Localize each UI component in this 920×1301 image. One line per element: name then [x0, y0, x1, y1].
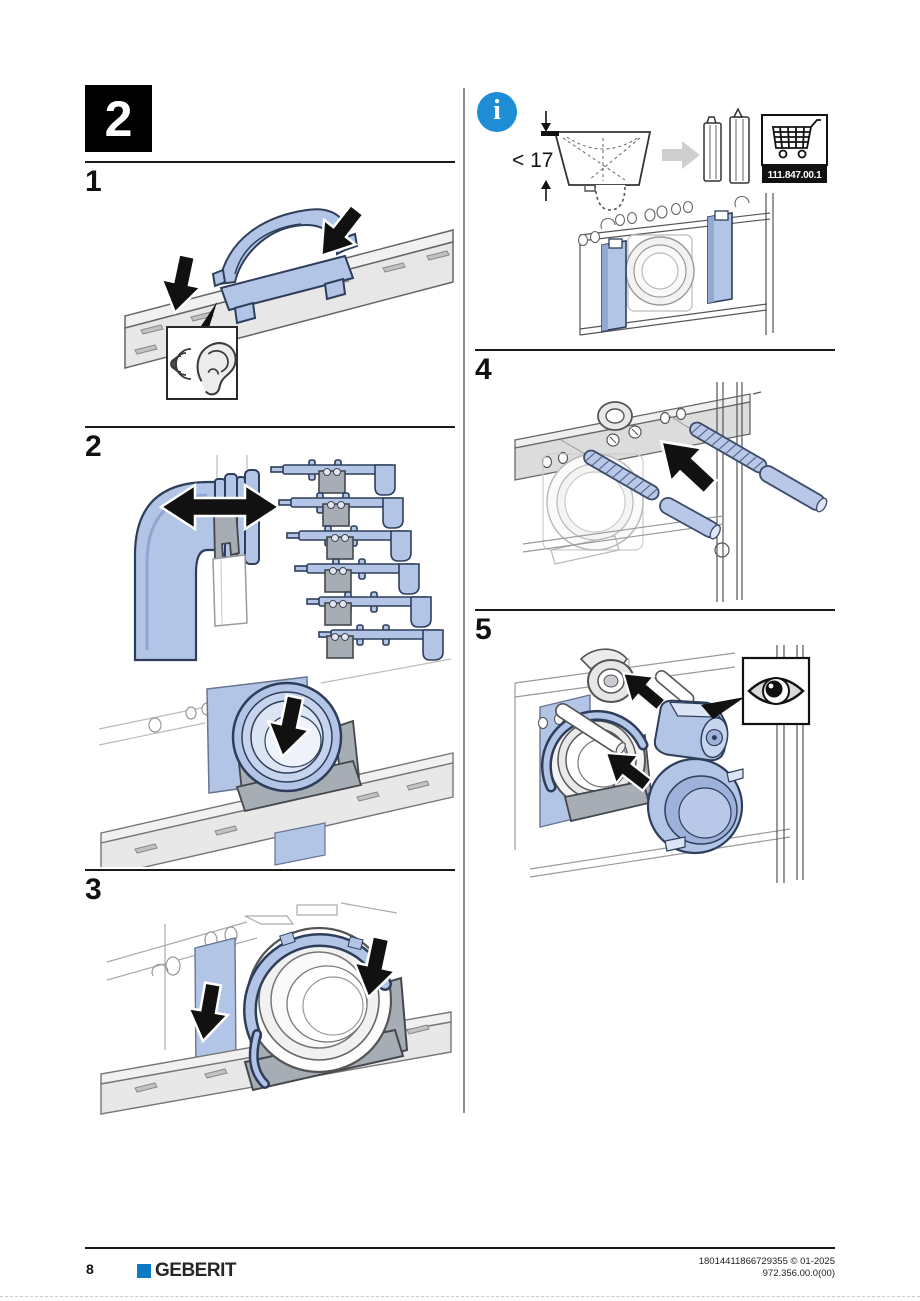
geberit-logo-text: GEBERIT	[155, 1260, 236, 1281]
step-3-label: 3	[85, 873, 102, 906]
part-number-label: 111.847.00.1	[768, 170, 822, 181]
callout-pointer	[701, 697, 745, 719]
rule-under-section	[85, 161, 455, 163]
page-number: 8	[86, 1261, 94, 1277]
dimension-arrows	[541, 111, 551, 201]
frame-with-brackets	[577, 193, 774, 336]
geberit-logo: GEBERIT	[137, 1260, 236, 1282]
step-4-label: 4	[475, 353, 492, 386]
shopping-cart-icon	[771, 119, 821, 159]
protection-sleeve-right	[759, 465, 828, 513]
rule-above-step-3	[85, 869, 455, 871]
frame-background	[514, 645, 804, 883]
protection-sleeve-left	[659, 496, 721, 540]
sound-waves-icon	[170, 348, 192, 380]
footer-rule	[85, 1247, 835, 1249]
info-icon: i	[477, 92, 517, 132]
protection-plug-small	[653, 699, 729, 762]
step-4-illustration	[514, 382, 828, 602]
step-1-illustration	[124, 198, 454, 400]
info-illustration: < 17 111.847.00.1	[512, 107, 828, 336]
pipe-clip	[211, 208, 359, 325]
outlet-assembly	[625, 234, 695, 312]
threaded-rod-right	[689, 421, 768, 474]
step-3-illustration	[100, 902, 452, 1115]
section-number-box: 2	[85, 85, 152, 152]
dimension-label: < 17	[512, 149, 553, 172]
clamp-yoke	[243, 931, 392, 1089]
bend-into-holder	[98, 658, 454, 867]
document-reference: 18014411866729355 © 01-2025 972.356.00.0…	[699, 1256, 835, 1280]
extension-brackets	[703, 107, 750, 184]
threaded-rod-left	[583, 449, 660, 501]
wc-pan-profile: < 17	[512, 111, 652, 211]
protection-cap-large	[646, 757, 744, 855]
rule-above-step-2	[85, 426, 455, 428]
eye-icon-box	[741, 656, 811, 726]
order-part-box: 111.847.00.1	[761, 114, 828, 183]
document-reference-line2: 972.356.00.0(00)	[762, 1268, 835, 1279]
rule-above-step-4	[475, 349, 835, 351]
ear-icon-box	[166, 302, 238, 400]
column-divider	[463, 88, 465, 1113]
installed-bracket-left	[601, 238, 627, 332]
eye-icon	[747, 677, 805, 705]
page-bottom-edge	[0, 1296, 920, 1297]
ear-icon	[170, 342, 237, 396]
step-2-label: 2	[85, 430, 102, 463]
rod-lower	[555, 702, 626, 755]
rule-above-step-5	[475, 609, 835, 611]
step-2-illustration	[98, 455, 454, 867]
section-number: 2	[104, 90, 133, 147]
step-1-label: 1	[85, 165, 102, 198]
clip-position-variants	[270, 459, 444, 661]
document-reference-line1: 18014411866729355 © 01-2025	[698, 1256, 835, 1267]
installed-bracket-right	[707, 210, 733, 304]
adjust-double-arrow-icon	[158, 482, 282, 532]
step-5-illustration	[514, 645, 811, 883]
transition-arrow-icon	[662, 141, 700, 169]
geberit-logo-square	[137, 1264, 151, 1278]
step-5-label: 5	[475, 613, 492, 646]
socket-outline	[212, 554, 248, 627]
info-icon-glyph: i	[493, 95, 501, 126]
